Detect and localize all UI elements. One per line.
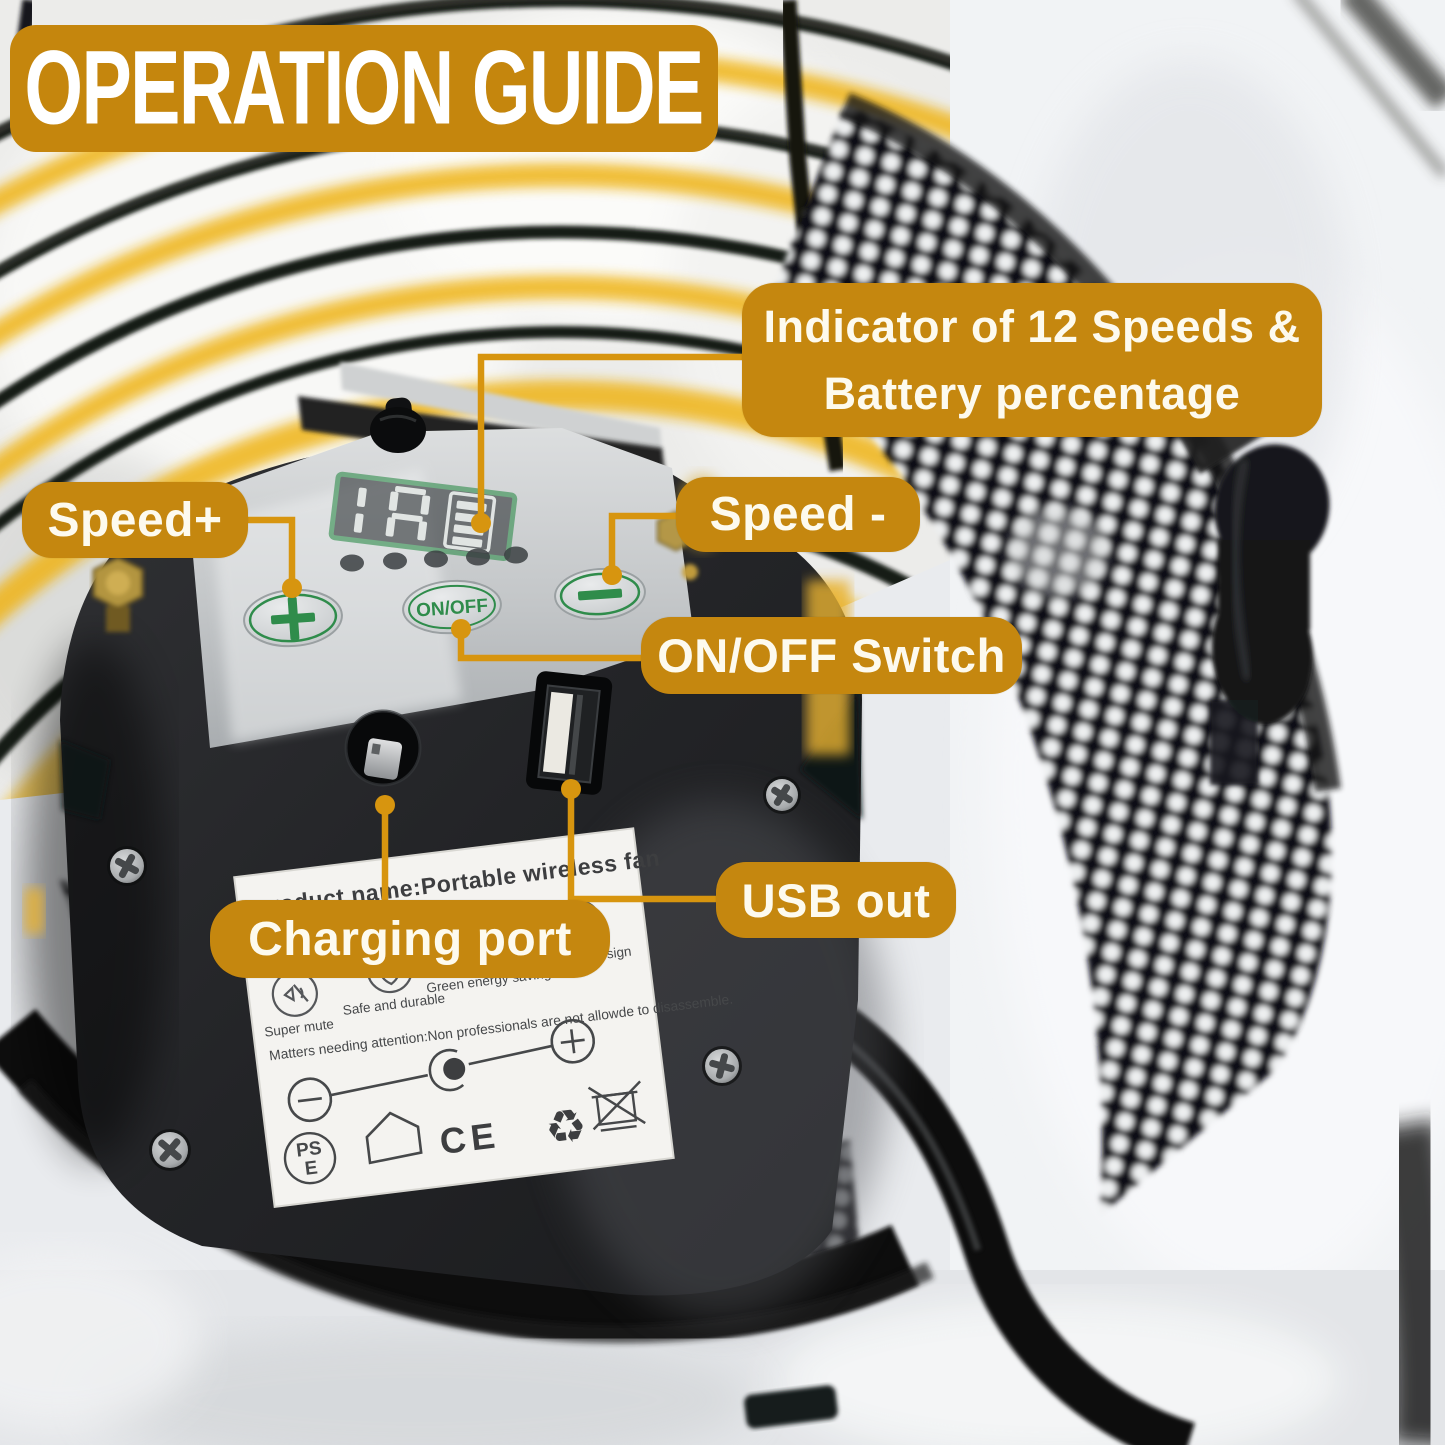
- power-button-text: ON/OFF: [416, 596, 489, 622]
- housing-screws: [107, 776, 801, 1171]
- charging-port-jack: [344, 709, 422, 787]
- certification-marks: PS E CE ♻: [283, 1080, 646, 1185]
- stand-leg-right-blur: [1366, 1119, 1445, 1445]
- charging-port-callout-text: Charging port: [248, 912, 572, 966]
- led-display: [328, 471, 518, 562]
- indicator-callout-line2: Battery percentage: [823, 368, 1241, 419]
- page-title-text: OPERATION GUIDE: [24, 29, 705, 147]
- speed-minus-callout-text: Speed -: [709, 488, 887, 541]
- onoff-switch-callout: ON/OFF Switch: [641, 617, 1022, 694]
- connector-onoff: [457, 632, 641, 662]
- usb-out-callout: USB out: [716, 862, 956, 938]
- stand-leg: [824, 1005, 1196, 1445]
- connector-dot: [602, 565, 622, 585]
- hinge-bolt-left: [92, 556, 144, 632]
- pse-mark-icon: [283, 1131, 337, 1185]
- weee-bin-icon: [587, 1080, 646, 1132]
- connector-usb: [567, 792, 716, 903]
- connector-dot: [282, 578, 302, 598]
- ce-mark: CE: [437, 1114, 502, 1162]
- blade-glimpse-left: [24, 888, 44, 934]
- indicator-callout-line1: Indicator of 12 Speeds &: [763, 300, 1301, 352]
- connector-dot: [451, 619, 471, 639]
- page-title: OPERATION GUIDE: [10, 25, 718, 152]
- pse-top: PS: [295, 1138, 323, 1162]
- pse-bottom: E: [304, 1157, 319, 1179]
- speed-plus-callout-text: Speed+: [47, 493, 223, 547]
- speed-minus-button: [554, 567, 646, 621]
- connector-indicator: [477, 353, 745, 520]
- speed-plus-callout: Speed+: [22, 482, 248, 558]
- connector-dot: [375, 795, 395, 815]
- charging-port-callout: Charging port: [210, 900, 610, 978]
- connector-speed-plus: [248, 516, 296, 585]
- indoor-use-icon: [365, 1111, 423, 1165]
- onoff-switch-callout-text: ON/OFF Switch: [657, 629, 1006, 682]
- usb-out-callout-text: USB out: [741, 873, 931, 927]
- polarity-diagram: [287, 1018, 596, 1123]
- connector-dot: [471, 513, 491, 533]
- usb-port: [526, 671, 613, 795]
- indicator-callout: Indicator of 12 Speeds & Battery percent…: [742, 283, 1322, 437]
- connector-dot: [561, 779, 581, 799]
- stand-foot: [744, 1385, 838, 1429]
- recycle-icon: ♻: [542, 1098, 589, 1155]
- connector-speed-minus: [608, 512, 676, 572]
- indicator-led-dots: [340, 546, 528, 572]
- speed-minus-callout: Speed -: [676, 477, 920, 552]
